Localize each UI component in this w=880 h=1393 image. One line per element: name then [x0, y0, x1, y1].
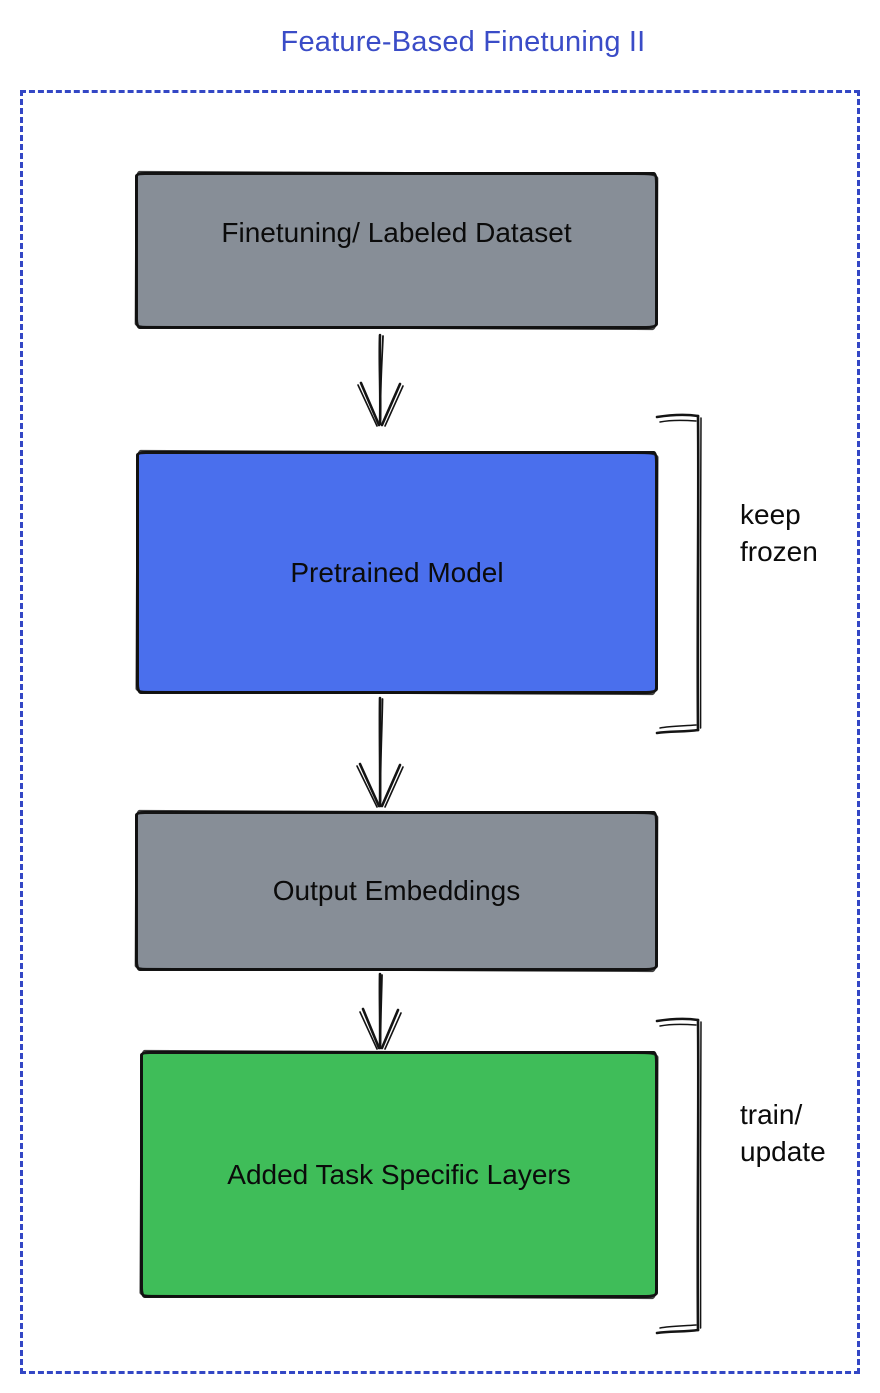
- annotation-keep-frozen: keep frozen: [740, 499, 818, 567]
- node-label: Pretrained Model: [290, 556, 504, 588]
- dashed-frame: [20, 90, 860, 1374]
- node-label: Added Task Specific Layers: [227, 1158, 571, 1190]
- arrow-down-icon: [357, 333, 404, 427]
- arrow-down-icon: [359, 972, 402, 1050]
- arrow-down-icon: [356, 696, 404, 808]
- diagram-title: Feature-Based Finetuning II: [280, 26, 646, 58]
- node-added-task-specific-layers: Added Task Specific Layers: [140, 1051, 658, 1298]
- node-output-embeddings: Output Embeddings: [135, 811, 658, 971]
- node-label: Finetuning/ Labeled Dataset: [221, 216, 572, 248]
- bracket-icon: [655, 413, 702, 735]
- node-label: Output Embeddings: [272, 875, 521, 906]
- node-pretrained-model: Pretrained Model: [136, 451, 658, 694]
- node-finetuning-dataset: Finetuning/ Labeled Dataset: [135, 172, 658, 329]
- annotation-train-update: train/ update: [740, 1099, 826, 1167]
- bracket-icon: [655, 1017, 702, 1335]
